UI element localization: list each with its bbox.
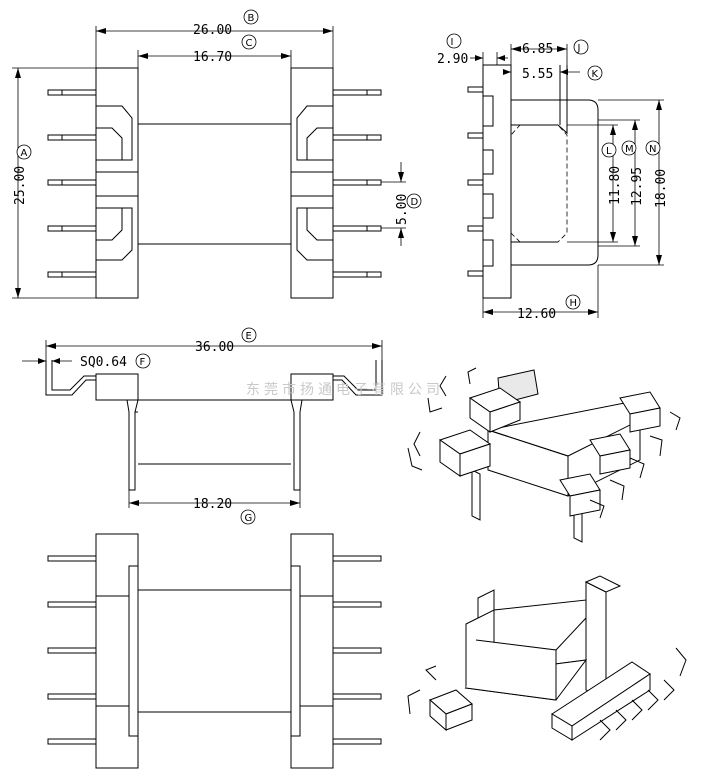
dimension-F-value: SQ0.64 — [80, 355, 127, 370]
dimension-E-value: 36.00 — [195, 340, 234, 355]
dimension-C-letter: C — [246, 38, 253, 49]
dimension-B-letter: B — [248, 13, 255, 24]
dimension-A-letter: A — [21, 148, 28, 159]
side-view: 2.90 I 6.85 J 5.55 K — [437, 33, 669, 322]
dimension-E: 36.00 E — [45, 327, 383, 360]
dimension-G-value: 18.20 — [193, 497, 232, 512]
dimension-L-letter: L — [606, 146, 612, 157]
company-watermark: 东莞市扬通电子有限公司 — [246, 381, 444, 398]
dimension-J: 6.85 J — [510, 39, 589, 65]
dimension-A: 25.00 A — [12, 67, 96, 299]
dimension-K-letter: K — [592, 69, 599, 80]
dimension-N-value: 18.00 — [654, 169, 669, 208]
dimension-C: 16.70 C — [137, 34, 292, 68]
dimension-L: 11.80 L — [567, 124, 623, 243]
dimension-G-letter: G — [245, 513, 253, 524]
dimension-A-value: 25.00 — [13, 166, 28, 205]
dimension-D-value: 5.00 — [395, 194, 410, 225]
dimension-M-value: 12.95 — [630, 167, 645, 206]
isometric-view-top — [407, 367, 681, 543]
dimension-H: 12.60 H — [482, 265, 599, 322]
dimension-F: SQ0.64 F — [22, 353, 151, 370]
dimension-I-letter: I — [451, 37, 454, 48]
dimension-H-letter: H — [570, 298, 578, 309]
dimension-N-letter: N — [649, 144, 656, 155]
dimension-I: 2.90 I — [437, 33, 508, 67]
dimension-J-letter: J — [577, 43, 581, 54]
dimension-B: 26.00 B — [95, 9, 334, 68]
dimension-L-value: 11.80 — [608, 166, 623, 205]
dimension-H-value: 12.60 — [517, 307, 556, 322]
dimension-G: 18.20 G — [128, 490, 301, 525]
isometric-view-bottom — [407, 575, 687, 741]
right-pins — [332, 89, 382, 278]
bottom-view — [47, 533, 382, 769]
dimension-E-letter: E — [246, 331, 252, 342]
left-pins — [47, 89, 97, 278]
dimension-C-value: 16.70 — [193, 50, 232, 65]
dimension-D-letter: D — [411, 197, 419, 208]
front-view: 36.00 E SQ0.64 F 18.20 G — [22, 327, 383, 525]
dimension-M-letter: M — [625, 144, 634, 155]
dimension-I-value: 2.90 — [437, 52, 468, 67]
dimension-D: 5.00 D — [381, 162, 422, 246]
dimension-F-letter: F — [140, 357, 146, 368]
top-view: 25.00 A 26.00 B 16.70 C — [12, 9, 422, 299]
dimension-J-value: 6.85 — [522, 42, 553, 57]
dimension-B-value: 26.00 — [193, 23, 232, 38]
dimension-N: 18.00 N — [598, 99, 669, 266]
dimension-K: 5.55 K — [503, 65, 603, 82]
dimension-M: 12.95 M — [598, 119, 645, 247]
dimension-K-value: 5.55 — [522, 67, 553, 82]
